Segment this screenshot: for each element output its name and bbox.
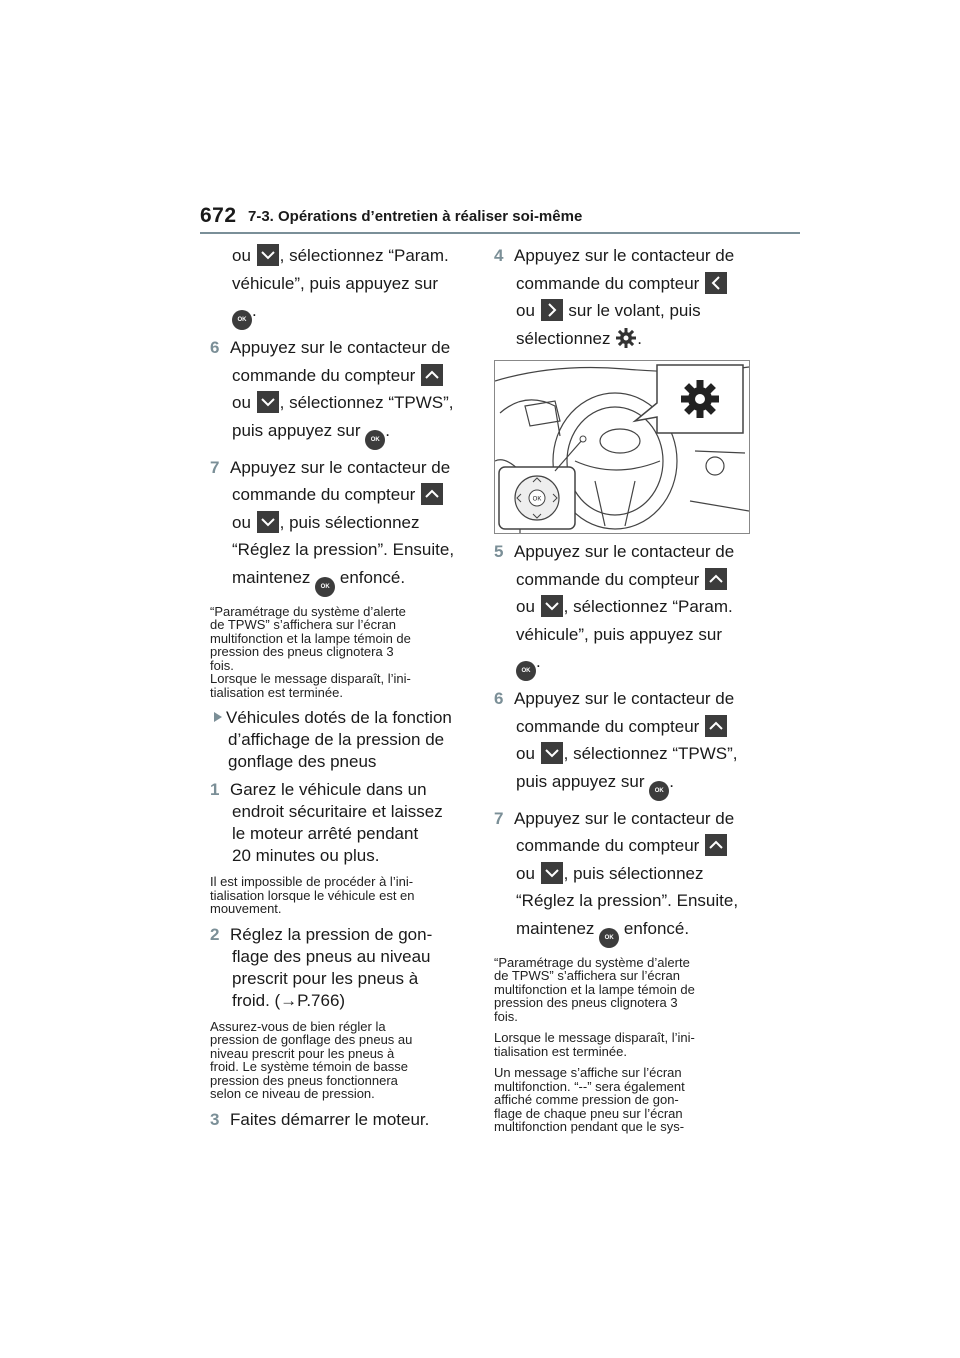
- chevron-down-icon: [256, 244, 279, 266]
- ok-button-icon: OK: [649, 780, 670, 801]
- chevron-up-icon: [705, 834, 728, 856]
- chevron-right-icon: [540, 299, 563, 321]
- chevron-up-icon: [705, 714, 728, 737]
- steering-wheel-illustration: OK: [494, 360, 750, 534]
- chevron-up-icon: [705, 567, 728, 590]
- header-rule: [200, 232, 800, 234]
- chevron-down-icon: [256, 391, 279, 413]
- page-number: 672: [200, 204, 237, 227]
- chevron-down-icon: [540, 742, 563, 764]
- note-initialization-moving: Il est impossible de procéder à l’ini-ti…: [210, 874, 415, 916]
- chevron-left-icon: [705, 271, 728, 294]
- ok-button-label: OK: [533, 497, 542, 503]
- chevron-down-icon: [540, 595, 563, 617]
- left-column: ou , sélectionnez “Param. véhicule”, pui…: [210, 242, 475, 1135]
- ok-button-icon: OK: [232, 310, 252, 330]
- step-5-continuation: ou , sélectionnez “Param. véhicule”, pui…: [210, 242, 475, 330]
- section-title: 7-3. Opérations d’entretien à réaliser s…: [248, 208, 583, 225]
- bullet-triangle-icon: [214, 712, 222, 722]
- ok-button-icon: OK: [315, 576, 336, 597]
- note-initialization-done: Lorsque le message disparaît, l’ini-tial…: [494, 1030, 695, 1059]
- chevron-up-icon: [421, 363, 444, 386]
- chevron-up-icon: [421, 483, 444, 505]
- ok-button-icon: OK: [516, 661, 536, 681]
- ok-button-icon: OK: [365, 429, 386, 450]
- ok-button-icon: OK: [599, 927, 620, 948]
- subheading-pressure-display: Véhicules dotés de la fonction d’afficha…: [210, 707, 475, 773]
- page-reference-link[interactable]: froid. (→P.766): [232, 990, 346, 1010]
- gear-icon: [615, 327, 637, 349]
- chevron-down-icon: [256, 510, 279, 533]
- chevron-down-icon: [540, 861, 563, 884]
- gear-icon: [681, 380, 719, 418]
